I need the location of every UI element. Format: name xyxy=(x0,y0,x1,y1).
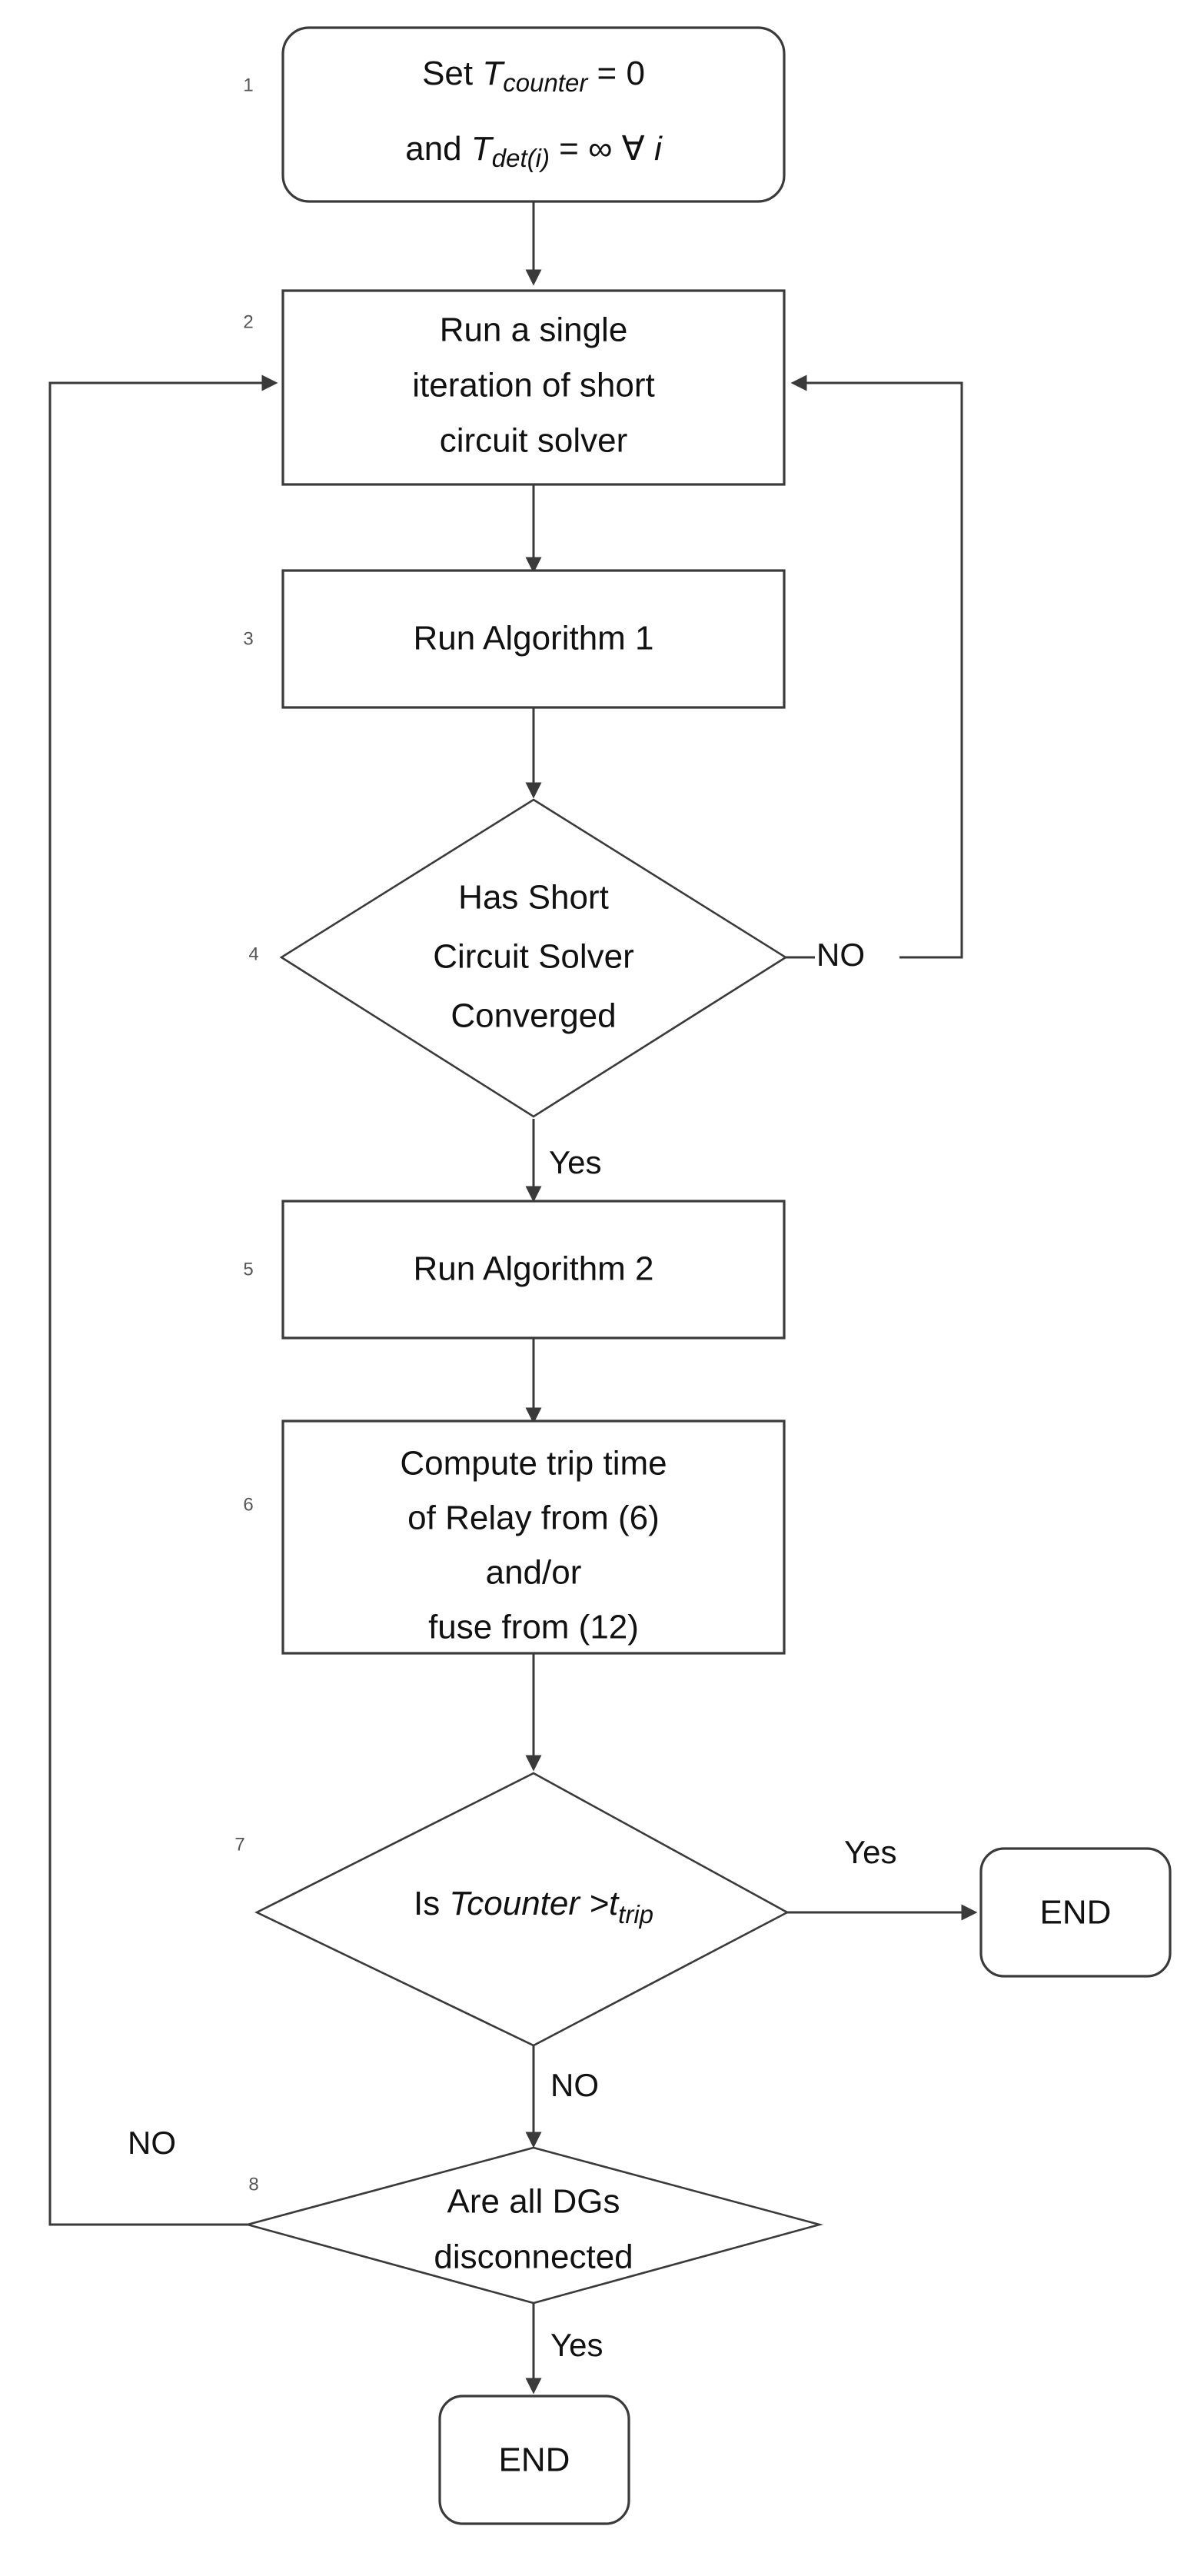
node-4-index: 4 xyxy=(248,944,258,964)
edge-label-n7-no: NO xyxy=(550,2067,599,2103)
node-end-1-label: END xyxy=(1040,1894,1112,1932)
node-2-line-2: iteration of short xyxy=(412,367,655,404)
node-end-2-label: END xyxy=(499,2441,570,2479)
node-7-shape xyxy=(254,1772,790,2047)
edge-label-n4-no: NO xyxy=(816,937,865,973)
node-4-shape xyxy=(279,798,788,1118)
edge-label-n7-yes: Yes xyxy=(844,1834,897,1870)
node-8-are-all-dgs-disconnected[interactable]: 8 Are all DGs disconnected xyxy=(244,2146,823,2305)
edge-n8-no-loop xyxy=(48,374,278,2226)
node-end-2-shape xyxy=(438,2395,630,2525)
node-8-shape xyxy=(244,2146,823,2305)
node-7-index: 7 xyxy=(234,1834,244,1855)
node-1-line-1: Set Tcounter = 0 xyxy=(422,55,645,97)
node-2-line-3: circuit solver xyxy=(440,422,628,460)
node-8-line-2: disconnected xyxy=(434,2238,633,2276)
node-6-shape xyxy=(281,1419,786,1655)
node-6-line-4: fuse from (12) xyxy=(428,1609,639,1646)
node-5-line-1: Run Algorithm 2 xyxy=(413,1250,653,1288)
node-6-line-2: of Relay from (6) xyxy=(407,1499,660,1537)
node-2-run-short-circuit-solver[interactable]: 2 Run a single iteration of short circui… xyxy=(243,289,786,486)
node-5-index: 5 xyxy=(243,1259,253,1280)
node-4-has-solver-converged[interactable]: 4 Has Short Circuit Solver Converged xyxy=(248,798,788,1118)
node-1-set-initial-values[interactable]: 1 Set Tcounter = 0 and Tdet(i) = ∞ ∀ i xyxy=(243,26,786,203)
node-7-is-tcounter-gt-ttrip[interactable]: 7 Is Tcounter >ttrip xyxy=(234,1772,790,2047)
node-end-1[interactable]: END xyxy=(979,1847,1172,1978)
node-8-line-1: Are all DGs xyxy=(447,2183,620,2221)
node-8-index: 8 xyxy=(248,2174,258,2195)
edge-label-n8-no: NO xyxy=(128,2125,176,2161)
node-6-compute-trip-time[interactable]: 6 Compute trip time of Relay from (6) an… xyxy=(243,1419,786,1655)
node-5-run-algorithm-2[interactable]: 5 Run Algorithm 2 xyxy=(243,1200,786,1340)
node-3-line-1: Run Algorithm 1 xyxy=(413,620,653,657)
node-6-line-3: and/or xyxy=(486,1554,582,1592)
node-1-line-2: and Tdet(i) = ∞ ∀ i xyxy=(405,130,663,172)
node-5-shape xyxy=(281,1200,786,1340)
edge-label-n4-yes: Yes xyxy=(549,1144,602,1180)
node-3-index: 3 xyxy=(243,628,253,649)
node-end-1-shape xyxy=(979,1847,1172,1978)
edge-n4-no-loop xyxy=(790,374,963,959)
node-7-line-1: Is Tcounter >ttrip xyxy=(414,1885,653,1929)
node-2-line-1: Run a single xyxy=(440,311,628,349)
node-4-line-1: Has Short xyxy=(458,879,609,917)
node-4-line-3: Converged xyxy=(451,997,616,1035)
node-1-shape xyxy=(281,26,786,203)
node-6-line-1: Compute trip time xyxy=(400,1445,667,1483)
node-3-run-algorithm-1[interactable]: 3 Run Algorithm 1 xyxy=(243,569,786,709)
edge-label-n8-yes: Yes xyxy=(550,2327,603,2363)
node-2-index: 2 xyxy=(243,311,253,332)
node-4-line-2: Circuit Solver xyxy=(433,938,634,976)
node-3-shape xyxy=(281,569,786,709)
node-1-index: 1 xyxy=(243,75,253,95)
node-end-2[interactable]: END xyxy=(438,2395,630,2525)
node-6-index: 6 xyxy=(243,1494,253,1515)
node-2-shape xyxy=(281,289,786,486)
